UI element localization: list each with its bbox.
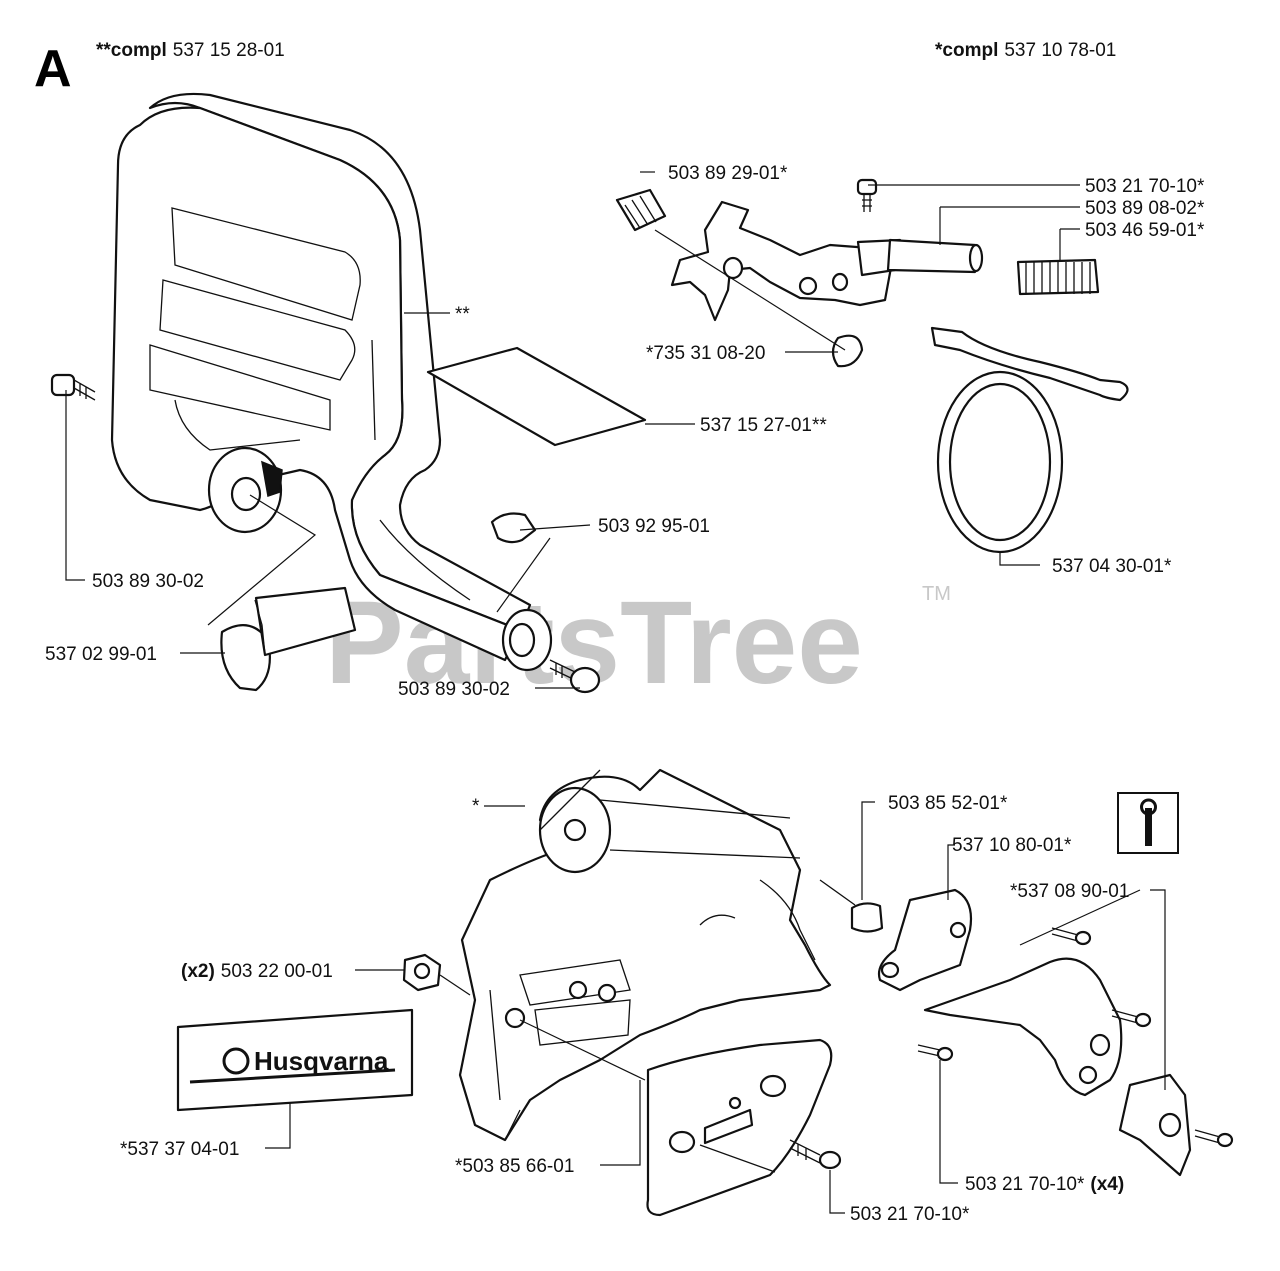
header-left: **compl 537 15 28-01: [96, 40, 285, 61]
header-left-prefix: **: [96, 40, 111, 61]
screw-bottom[interactable]: [789, 1139, 842, 1170]
label-537029901[interactable]: 537 02 99-01: [45, 644, 157, 665]
label-503855201[interactable]: 503 85 52-01*: [888, 793, 1008, 814]
wrench-info-icon: [1117, 792, 1179, 854]
header-left-word: compl: [111, 40, 167, 61]
label-537370401[interactable]: *537 37 04-01: [120, 1139, 239, 1160]
chain-catcher[interactable]: [877, 888, 973, 992]
label-537108001[interactable]: 537 10 80-01*: [952, 835, 1072, 856]
brake-lever[interactable]: [670, 200, 902, 322]
label-503220001-number: 503 22 00-01: [221, 961, 333, 982]
guide-plate[interactable]: [646, 1038, 833, 1217]
brake-spring[interactable]: [1016, 258, 1100, 296]
chain-catcher-block[interactable]: [1118, 1073, 1192, 1177]
screw-right[interactable]: [549, 659, 601, 694]
small-screws-right[interactable]: [917, 927, 1234, 1148]
brake-rod[interactable]: [886, 238, 984, 274]
clutch-cover[interactable]: [458, 768, 832, 1142]
pivot-bushing-right[interactable]: [501, 608, 553, 672]
header-right-word: compl: [942, 40, 998, 61]
header-left-number: 537 15 28-01: [173, 40, 285, 61]
label-503893002-a[interactable]: 503 89 30-02: [92, 571, 204, 592]
chain-guard-bracket[interactable]: [923, 957, 1123, 1097]
label-537152701[interactable]: 537 15 27-01**: [700, 415, 827, 436]
label-537089001[interactable]: *537 08 90-01: [1010, 881, 1129, 902]
hand-guard-bushing[interactable]: [207, 446, 283, 534]
header-right-prefix: *: [935, 40, 943, 61]
label-537152801-stars: **: [455, 304, 470, 325]
spring-washer[interactable]: [220, 586, 357, 692]
decal-brand-text: Husqvarna: [254, 1046, 389, 1076]
decal-plate[interactable]: [426, 346, 647, 447]
watermark-tm: TM: [922, 583, 951, 605]
label-537043001[interactable]: 537 04 30-01*: [1052, 556, 1172, 577]
screw-top[interactable]: [856, 178, 878, 212]
husqvarna-decal[interactable]: Husqvarna: [176, 1008, 414, 1112]
label-503217010-a[interactable]: 503 21 70-10*: [1085, 176, 1205, 197]
lock-washer[interactable]: [490, 512, 537, 544]
label-503892901[interactable]: 503 89 29-01*: [668, 163, 788, 184]
label-503217010-c-number: 503 21 70-10*: [965, 1174, 1085, 1195]
section-letter: A: [34, 40, 72, 98]
header-right-number: 537 10 78-01: [1004, 40, 1116, 61]
husqvarna-logo-icon: [222, 1047, 250, 1075]
label-clutch-cover-star: *: [472, 796, 480, 817]
nut[interactable]: [402, 953, 442, 992]
label-503893002-b[interactable]: 503 89 30-02: [398, 679, 510, 700]
header-right: *compl 537 10 78-01: [935, 40, 1116, 61]
brake-band[interactable]: [930, 326, 1129, 554]
label-503890802[interactable]: 503 89 08-02*: [1085, 198, 1205, 219]
label-503217010-c[interactable]: 503 21 70-10*(x4): [965, 1174, 1124, 1195]
stud-bolt[interactable]: [819, 879, 884, 933]
circlip[interactable]: [831, 334, 864, 368]
label-503217010-b[interactable]: 503 21 70-10*: [850, 1204, 970, 1225]
label-503220001[interactable]: (x2) 503 22 00-01: [181, 961, 333, 982]
label-735310820[interactable]: *735 31 08-20: [646, 343, 765, 364]
label-503217010-c-qty: (x4): [1090, 1174, 1124, 1195]
label-503465901[interactable]: 503 46 59-01*: [1085, 220, 1205, 241]
screw-left[interactable]: [50, 373, 96, 401]
label-503929501[interactable]: 503 92 95-01: [598, 516, 710, 537]
label-503856601[interactable]: *503 85 66-01: [455, 1156, 574, 1177]
brake-pin[interactable]: [615, 188, 667, 232]
label-503220001-qty: (x2): [181, 961, 215, 982]
